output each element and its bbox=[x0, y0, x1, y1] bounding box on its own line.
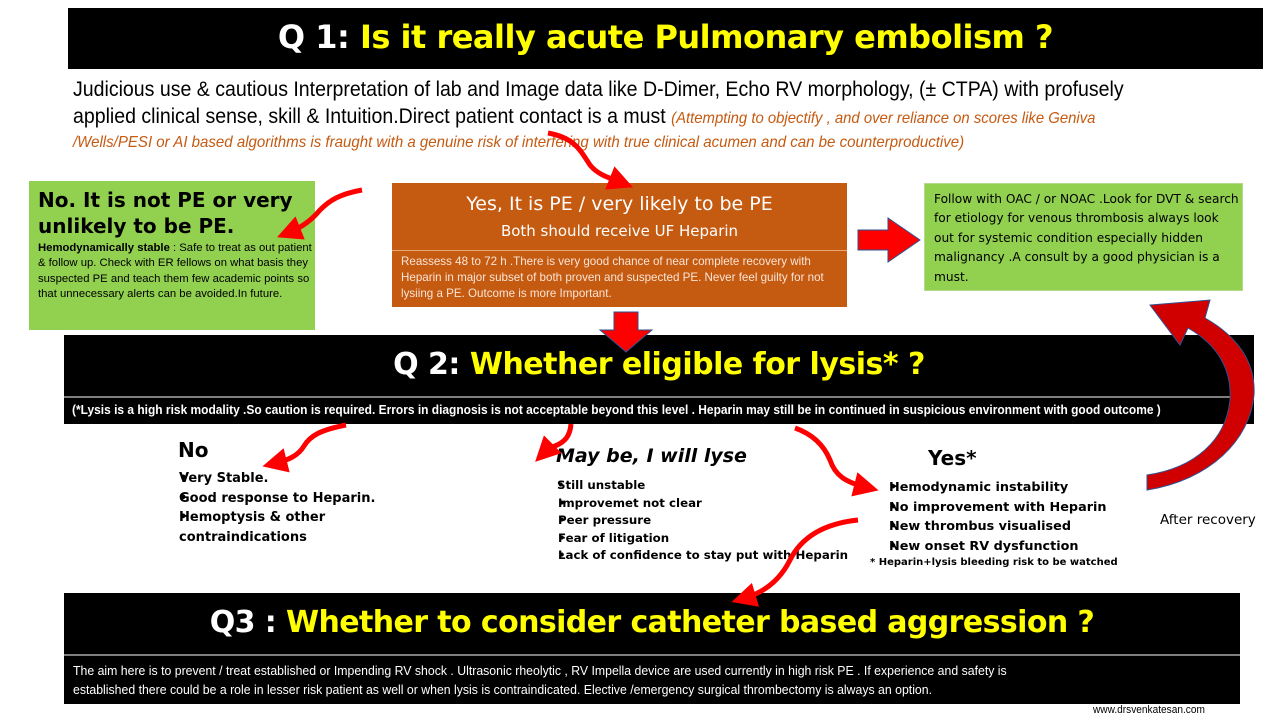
yes-pe-body: Reassess 48 to 72 h .There is very good … bbox=[401, 255, 824, 300]
branch-maybe-item: Fear of litigation bbox=[525, 530, 865, 548]
branch-no-item: Very Stable. bbox=[147, 469, 477, 489]
yes-pe-heading: Yes, It is PE / very likely to be PE bbox=[466, 193, 773, 215]
q1-prefix: Q 1: bbox=[277, 18, 350, 56]
after-recovery-label: After recovery bbox=[1160, 512, 1256, 528]
branch-yes-list: Hemodynamic instability No improvement w… bbox=[872, 478, 1172, 556]
q1-intro-line1: Judicious use & cautious Interpretation … bbox=[73, 78, 1124, 101]
no-pe-body: Hemodynamically stable : Safe to treat a… bbox=[38, 241, 318, 303]
q3-question: Whether to consider catheter based aggre… bbox=[276, 605, 1095, 640]
q3-body-line2: established there could be a role in les… bbox=[73, 682, 933, 697]
branch-yes-item: New thrombus visualised bbox=[872, 517, 1172, 537]
branch-yes-item: No improvement with Heparin bbox=[872, 498, 1172, 518]
q1-intro-line2-text: applied clinical sense, skill & Intuitio… bbox=[73, 105, 672, 128]
branch-maybe-item: Peer pressure bbox=[525, 512, 865, 530]
yes-pe-box-header: Yes, It is PE / very likely to be PE Bot… bbox=[392, 183, 847, 250]
q2-title-bar: Q 2: Whether eligible for lysis* ? (*Lys… bbox=[64, 335, 1254, 424]
no-pe-box: No. It is not PE or very unlikely to be … bbox=[29, 181, 315, 330]
branch-no-title: No bbox=[178, 438, 209, 462]
q2-prefix: Q 2: bbox=[393, 347, 460, 382]
q1-intro-note-a: (Attempting to objectify , and over reli… bbox=[671, 110, 1096, 127]
q1-intro-line2: applied clinical sense, skill & Intuitio… bbox=[73, 103, 1189, 132]
branch-no-item: Good response to Heparin. bbox=[147, 489, 477, 509]
q1-intro: Judicious use & cautious Interpretation … bbox=[73, 76, 1273, 154]
branch-no-list: Very Stable. Good response to Heparin. H… bbox=[147, 469, 477, 547]
q2-question: Whether eligible for lysis* ? bbox=[459, 347, 926, 382]
arrow-q2-to-no bbox=[262, 422, 347, 473]
branch-maybe-item: Lack of confidence to stay put with Hepa… bbox=[525, 547, 865, 565]
follow-up-box: Follow with OAC / or NOAC .Look for DVT … bbox=[924, 183, 1243, 291]
arrow-to-follow-up bbox=[857, 217, 921, 263]
branch-yes-item: New onset RV dysfunction bbox=[872, 537, 1172, 557]
q3-body-line1: The aim here is to prevent / treat estab… bbox=[73, 663, 1007, 678]
q1-title-bar: Q 1: Is it really acute Pulmonary emboli… bbox=[68, 8, 1263, 69]
q1-title: Q 1: Is it really acute Pulmonary emboli… bbox=[68, 18, 1263, 56]
yes-pe-subheading: Both should receive UF Heparin bbox=[500, 222, 739, 240]
branch-yes-title: Yes* bbox=[928, 446, 977, 470]
no-pe-heading-line2: unlikely to be PE. bbox=[38, 214, 235, 238]
branch-no-item: Hemoptysis & other contraindications bbox=[147, 508, 329, 547]
q3-divider bbox=[64, 654, 1240, 656]
no-pe-body-text: : Safe to treat as out patient & follow … bbox=[38, 242, 312, 301]
yes-pe-box-body: Reassess 48 to 72 h .There is very good … bbox=[392, 250, 847, 307]
q2-divider bbox=[64, 396, 1254, 398]
branch-yes-item: Hemodynamic instability bbox=[872, 478, 1172, 498]
branch-maybe-item: Improvemet not clear bbox=[525, 495, 865, 513]
no-pe-heading-line1: No. It is not PE or very bbox=[38, 188, 293, 212]
q2-title: Q 2: Whether eligible for lysis* ? bbox=[64, 347, 1254, 382]
no-pe-bold-lead: Hemodynamically stable bbox=[38, 242, 170, 254]
q1-question: Is it really acute Pulmonary embolism ? bbox=[349, 18, 1054, 56]
q2-note: (*Lysis is a high risk modality .So caut… bbox=[72, 402, 1161, 417]
q3-title-bar: Q3 : Whether to consider catheter based … bbox=[64, 593, 1240, 704]
q3-prefix: Q3 : bbox=[209, 605, 277, 640]
q3-title: Q3 : Whether to consider catheter based … bbox=[64, 605, 1240, 640]
branch-maybe-title: May be, I will lyse bbox=[556, 445, 747, 467]
footer-website[interactable]: www.drsvenkatesan.com bbox=[1093, 704, 1205, 716]
q1-intro-note-b: /Wells/PESI or AI based algorithms is fr… bbox=[73, 134, 965, 151]
branch-maybe-list: Still unstable Improvemet not clear Peer… bbox=[525, 477, 865, 565]
branch-yes-footnote: * Heparin+lysis bleeding risk to be watc… bbox=[870, 557, 1118, 568]
branch-maybe-item: Still unstable bbox=[525, 477, 865, 495]
follow-up-body: Follow with OAC / or NOAC .Look for DVT … bbox=[934, 192, 1239, 284]
no-pe-heading: No. It is not PE or very unlikely to be … bbox=[38, 187, 293, 239]
